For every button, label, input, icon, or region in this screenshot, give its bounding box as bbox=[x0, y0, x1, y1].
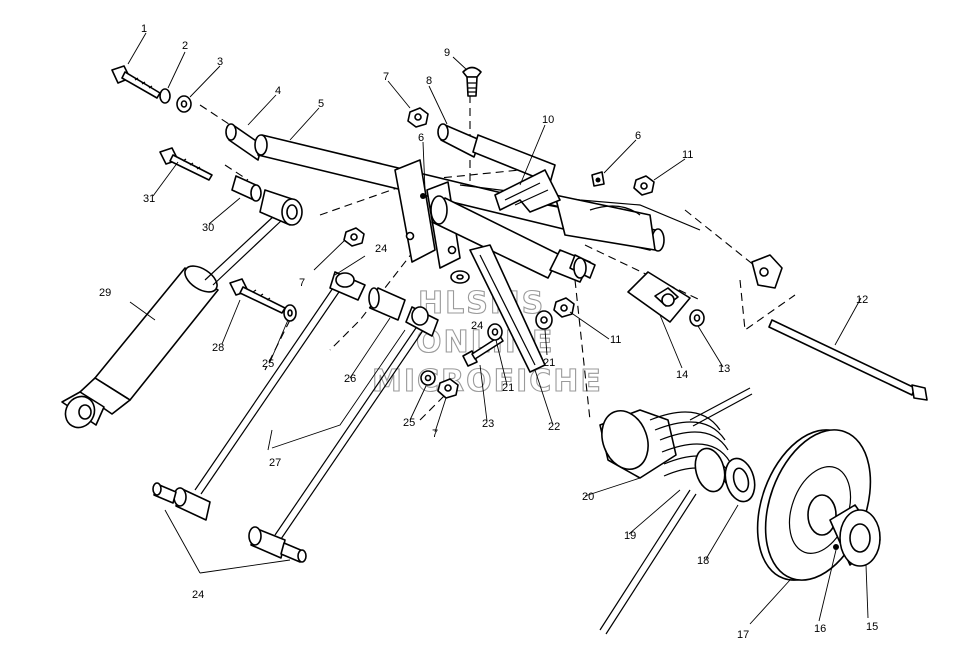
callout-9: 9 bbox=[444, 47, 450, 59]
shock-top-eye bbox=[259, 189, 303, 226]
set-screw-part-16 bbox=[833, 544, 839, 550]
callout-12: 12 bbox=[856, 294, 868, 306]
leader-lines bbox=[127, 32, 869, 625]
carriage-bolt-part-9 bbox=[462, 66, 482, 97]
callout-30: 30 bbox=[202, 222, 214, 234]
long-bolt-part-12 bbox=[768, 319, 928, 401]
bolt-part-1 bbox=[111, 65, 161, 99]
callout-2: 2 bbox=[182, 40, 188, 52]
link-rods-part-27 bbox=[173, 271, 439, 559]
watermark-line-3: MICROFICHE bbox=[372, 364, 603, 399]
flat-washer-part-3 bbox=[176, 95, 192, 113]
callout-labels: 1 2 3 4 5 6 6 7 7 7 8 9 10 11 11 12 13 1… bbox=[99, 23, 878, 641]
arm-part-22 bbox=[469, 244, 546, 373]
callout-25-left: 25 bbox=[262, 358, 274, 370]
callout-23: 23 bbox=[482, 418, 494, 430]
callout-5: 5 bbox=[318, 98, 324, 110]
callout-28: 28 bbox=[212, 342, 224, 354]
nut-part-7-upper bbox=[407, 107, 429, 128]
right-bracket bbox=[751, 254, 783, 289]
callout-27: 27 bbox=[269, 457, 281, 469]
callout-6-right: 6 bbox=[635, 130, 641, 142]
callout-7-middle: 7 bbox=[299, 277, 305, 289]
hub-part-20 bbox=[599, 409, 677, 479]
callout-8: 8 bbox=[426, 75, 432, 87]
plate-part-14 bbox=[627, 271, 691, 323]
callout-18: 18 bbox=[697, 555, 709, 567]
callout-29: 29 bbox=[99, 287, 111, 299]
callout-21-upper: 21 bbox=[543, 357, 555, 369]
bolt-part-31 bbox=[159, 147, 213, 181]
callout-15: 15 bbox=[866, 621, 878, 633]
washer-part-18 bbox=[724, 457, 756, 503]
callout-17: 17 bbox=[737, 629, 749, 641]
callout-10: 10 bbox=[542, 114, 554, 126]
callout-25-right: 25 bbox=[403, 417, 415, 429]
callout-24-upper: 24 bbox=[375, 243, 387, 255]
nut-part-7-lower bbox=[437, 378, 459, 399]
callout-11-upper: 11 bbox=[682, 149, 693, 161]
callout-20: 20 bbox=[582, 491, 594, 503]
collar-part-15 bbox=[829, 504, 881, 567]
callout-24-center: 24 bbox=[471, 320, 483, 332]
callout-6-left: 6 bbox=[418, 132, 424, 144]
nut-part-11-lower bbox=[553, 297, 575, 318]
nut-part-7-middle bbox=[343, 227, 365, 247]
callout-26: 26 bbox=[344, 373, 356, 385]
washer-part-21-upper bbox=[535, 310, 553, 330]
callout-14: 14 bbox=[676, 369, 688, 381]
spacer-part-26 bbox=[368, 287, 406, 321]
callout-24-lower: 24 bbox=[192, 589, 204, 601]
lock-washer-part-2 bbox=[159, 88, 171, 104]
watermark-line-1: HLSMS bbox=[418, 286, 545, 321]
callout-4: 4 bbox=[275, 85, 281, 97]
callout-31: 31 bbox=[143, 193, 155, 205]
pin-part-6 bbox=[591, 171, 605, 187]
callout-11-lower: 11 bbox=[610, 334, 621, 346]
callout-13: 13 bbox=[718, 363, 730, 375]
callout-3: 3 bbox=[217, 56, 223, 68]
bushing-part-24-right bbox=[280, 542, 307, 563]
callout-1: 1 bbox=[141, 23, 147, 35]
washer-part-21-lower bbox=[487, 323, 503, 341]
spring-part-19 bbox=[599, 387, 753, 635]
washer-part-25-left bbox=[283, 304, 297, 322]
lower-cross-shaft bbox=[430, 195, 596, 283]
bushing-part-30 bbox=[231, 175, 262, 202]
callout-22: 22 bbox=[548, 421, 560, 433]
nut-part-11-upper bbox=[633, 175, 655, 196]
callout-7-lower: 7 bbox=[432, 428, 438, 440]
callout-21-lower: 21 bbox=[502, 382, 514, 394]
bolt-part-28 bbox=[229, 278, 286, 314]
shock-absorber-part-29 bbox=[61, 214, 283, 429]
bolt-part-23 bbox=[462, 335, 504, 367]
washer-part-25-right bbox=[420, 370, 436, 386]
callout-7-upper: 7 bbox=[383, 71, 389, 83]
washer-part-13 bbox=[689, 309, 705, 327]
bracket-part-10 bbox=[494, 169, 561, 213]
washer-center bbox=[450, 270, 470, 284]
callout-16: 16 bbox=[814, 623, 826, 635]
bushing-part-24-left bbox=[152, 482, 177, 504]
callout-19: 19 bbox=[624, 530, 636, 542]
pulley-wheel-part-17 bbox=[756, 429, 872, 581]
